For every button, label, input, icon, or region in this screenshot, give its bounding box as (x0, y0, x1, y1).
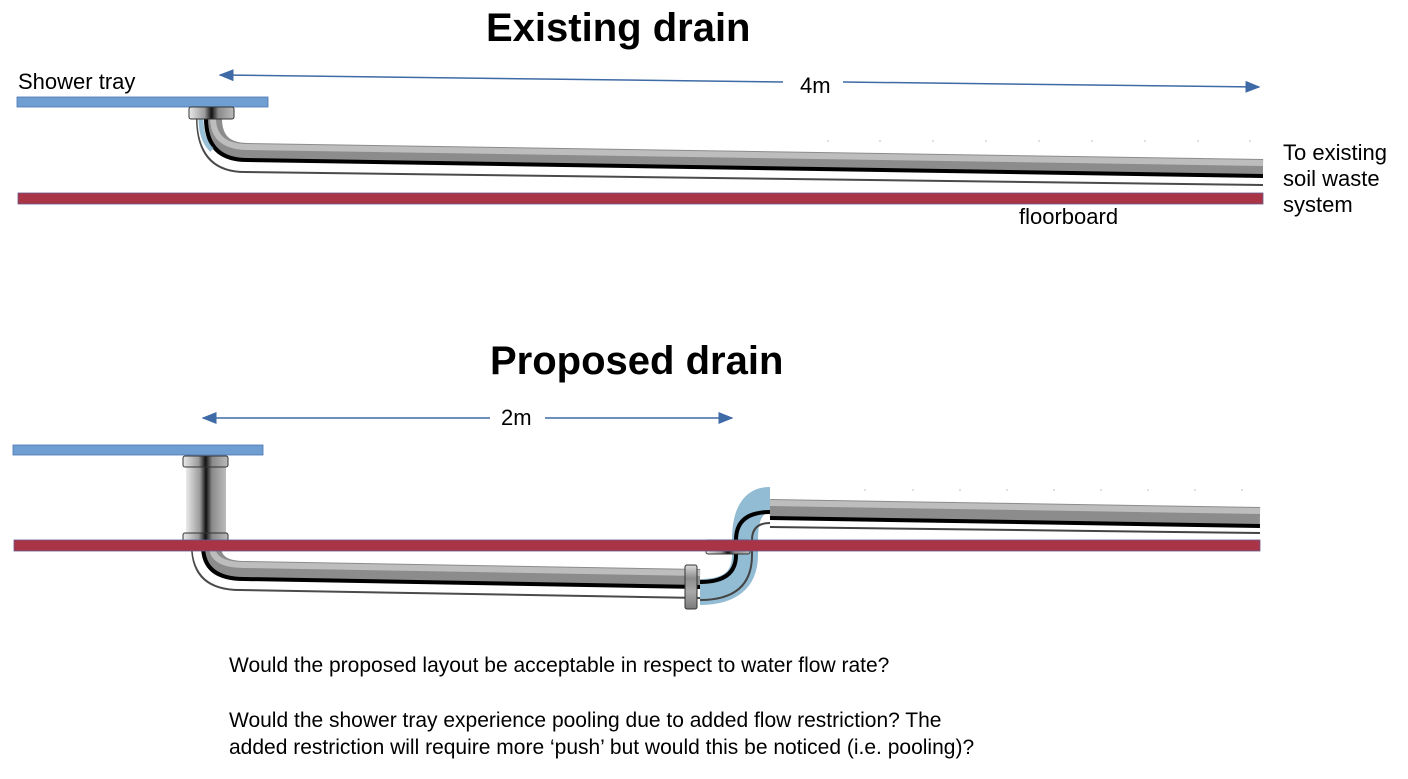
outlet-label: To existing soil waste system (1283, 140, 1387, 218)
dimension-arrow-left (218, 69, 784, 83)
dimension-arrow-right (842, 80, 1261, 93)
question-pooling-line-1: Would the shower tray experience pooling… (229, 709, 942, 732)
question-flow-rate: Would the proposed layout be acceptable … (229, 654, 890, 677)
question-pooling-line-2: added restriction will require more ‘pus… (229, 736, 975, 759)
outlet-label-line: To existing (1283, 140, 1387, 165)
proposed-drain-title: Proposed drain (490, 339, 784, 383)
distance-label-proposed: 2m (501, 405, 532, 430)
outlet-label-line: system (1283, 192, 1353, 217)
floorboard (17, 192, 1264, 205)
floorboard-proposed (13, 539, 1261, 552)
proposed-pipe-lower-run (191, 545, 701, 599)
shower-tray (16, 96, 269, 108)
shower-tray-proposed (12, 444, 264, 456)
existing-pipe (188, 106, 1264, 186)
floorboard-label: floorboard (1019, 204, 1119, 229)
proposed-pipe-upper-run (769, 499, 1261, 534)
proposed-pipe-riser (182, 455, 229, 543)
outlet-label-line: soil waste (1283, 166, 1380, 191)
distance-label-existing: 4m (800, 73, 831, 98)
existing-drain-title: Existing drain (486, 6, 751, 50)
shower-tray-label: Shower tray (18, 69, 136, 94)
